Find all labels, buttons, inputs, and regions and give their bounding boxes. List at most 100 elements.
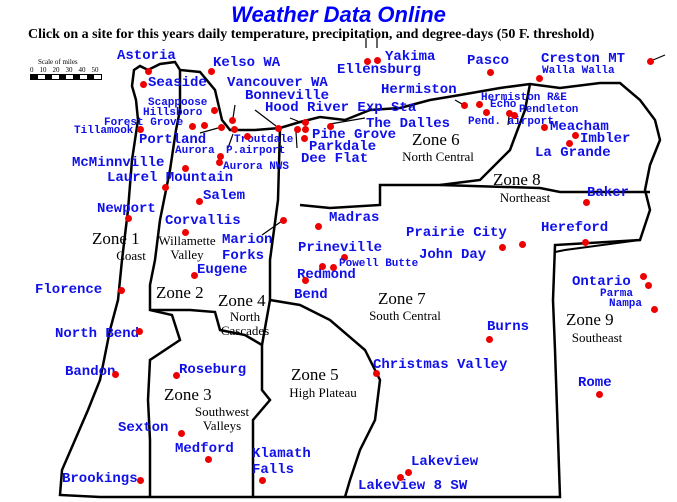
site-marker-north-bend[interactable]	[136, 328, 143, 335]
site-marker-dee-flat[interactable]	[294, 126, 301, 133]
site-link-brookings[interactable]: Brookings	[62, 471, 138, 487]
site-marker-pine-grove[interactable]	[302, 126, 309, 133]
site-marker-p-airport[interactable]	[231, 126, 238, 133]
site-link-hermiston-r-e[interactable]: Hermiston R&E	[481, 92, 567, 104]
site-marker-lakeview-8-sw[interactable]	[397, 474, 404, 481]
site-marker-brookings[interactable]	[137, 477, 144, 484]
site-link-p-airport[interactable]: P.airport	[226, 145, 286, 157]
site-link-seaside[interactable]: Seaside	[148, 75, 207, 91]
site-marker-redmond[interactable]	[319, 263, 326, 270]
site-marker-prairie-city[interactable]	[519, 241, 526, 248]
site-link-eugene[interactable]: Eugene	[197, 262, 248, 278]
site-link-ontario[interactable]: Ontario	[572, 274, 631, 290]
site-marker-aurora[interactable]	[217, 153, 224, 160]
site-link-ellensburg[interactable]: Ellensburg	[337, 62, 422, 78]
site-link-redmond[interactable]: Redmond	[297, 267, 356, 283]
site-link-kelso-wa[interactable]: Kelso WA	[213, 55, 281, 71]
site-link-forest-grove[interactable]: Forest Grove	[104, 117, 184, 129]
site-marker-echo[interactable]	[483, 109, 490, 116]
site-marker-bandon[interactable]	[112, 371, 119, 378]
site-marker-hood-river-exp-sta[interactable]	[302, 119, 309, 126]
site-link-corvallis[interactable]: Corvallis	[165, 213, 241, 229]
site-link-baker[interactable]: Baker	[587, 185, 630, 201]
site-link-aurora-nws[interactable]: Aurora NWS	[223, 161, 290, 173]
site-link-klamath-falls[interactable]: Klamath Falls	[252, 446, 311, 478]
site-marker-mcminnville[interactable]	[182, 165, 189, 172]
site-marker-meacham[interactable]	[541, 124, 548, 131]
site-marker-roseburg[interactable]	[173, 372, 180, 379]
site-link-north-bend[interactable]: North Bend	[55, 326, 140, 342]
site-link-meacham[interactable]: Meacham	[550, 119, 609, 135]
site-link-marion-forks[interactable]: Marion Forks	[222, 232, 273, 264]
site-marker-hillsboro[interactable]	[201, 122, 208, 129]
site-marker-pend-airport[interactable]	[506, 110, 513, 117]
site-link-hermiston[interactable]: Hermiston	[381, 82, 457, 98]
site-link-roseburg[interactable]: Roseburg	[179, 362, 247, 378]
site-marker-corvallis[interactable]	[182, 229, 189, 236]
site-link-dee-flat[interactable]: Dee Flat	[301, 151, 369, 167]
site-marker-pasco[interactable]	[487, 69, 494, 76]
site-link-bandon[interactable]: Bandon	[65, 364, 116, 380]
site-marker-baker[interactable]	[583, 199, 590, 206]
site-link-mcminnville[interactable]: McMinnville	[72, 155, 165, 171]
site-link-vancouver-wa[interactable]: Vancouver WA	[227, 75, 328, 91]
site-marker-klamath-falls[interactable]	[259, 477, 266, 484]
site-marker-marion-forks[interactable]	[280, 217, 287, 224]
site-marker-aurora-nws[interactable]	[216, 159, 223, 166]
site-link-echo[interactable]: Echo	[490, 99, 517, 111]
site-marker-burns[interactable]	[486, 336, 493, 343]
site-link-la-grande[interactable]: La Grande	[535, 145, 611, 161]
site-marker-bend[interactable]	[302, 277, 309, 284]
site-link-newport[interactable]: Newport	[97, 201, 156, 217]
site-marker-portland[interactable]	[218, 124, 225, 131]
site-link-pasco[interactable]: Pasco	[467, 53, 510, 69]
site-link-walla-walla[interactable]: Walla Walla	[542, 65, 615, 77]
site-marker-la-grande[interactable]	[566, 140, 573, 147]
site-marker-ontario[interactable]	[640, 273, 647, 280]
site-marker-florence[interactable]	[118, 287, 125, 294]
site-marker-hermiston-r-e[interactable]	[476, 101, 483, 108]
site-link-portland[interactable]: Portland	[139, 132, 207, 148]
site-marker-parma[interactable]	[645, 282, 652, 289]
site-marker-the-dalles[interactable]	[327, 123, 334, 130]
site-link-tillamook[interactable]: Tillamook	[74, 125, 134, 137]
site-marker-creston-mt[interactable]	[647, 58, 654, 65]
site-link-john-day[interactable]: John Day	[419, 247, 487, 263]
site-link-lakeview[interactable]: Lakeview	[411, 454, 479, 470]
site-marker-walla-walla[interactable]	[536, 75, 543, 82]
site-marker-prineville[interactable]	[341, 254, 348, 261]
site-link-yakima[interactable]: Yakima	[385, 49, 436, 65]
site-marker-nampa[interactable]	[651, 306, 658, 313]
site-link-creston-mt[interactable]: Creston MT	[541, 51, 626, 67]
site-marker-sexton[interactable]	[178, 430, 185, 437]
site-link-astoria[interactable]: Astoria	[117, 48, 176, 64]
site-link-sexton[interactable]: Sexton	[118, 420, 169, 436]
site-marker-lakeview[interactable]	[405, 469, 412, 476]
site-link-hereford[interactable]: Hereford	[541, 220, 609, 236]
site-marker-bonneville[interactable]	[275, 125, 282, 132]
site-marker-astoria[interactable]	[145, 68, 152, 75]
site-link-christmas-valley[interactable]: Christmas Valley	[373, 357, 508, 373]
site-marker-hereford[interactable]	[582, 239, 589, 246]
site-link-pine-grove[interactable]: Pine Grove	[312, 127, 397, 143]
site-marker-pendleton[interactable]	[511, 112, 518, 119]
site-marker-powell-butte[interactable]	[330, 264, 337, 271]
site-link-medford[interactable]: Medford	[175, 441, 234, 457]
site-marker-imbler[interactable]	[572, 132, 579, 139]
site-link-nampa[interactable]: Nampa	[609, 298, 643, 310]
site-link-prineville[interactable]: Prineville	[298, 240, 383, 256]
site-link-hood-river-exp-sta[interactable]: Hood River Exp Sta	[265, 100, 417, 116]
site-link-madras[interactable]: Madras	[329, 210, 380, 226]
site-marker-forest-grove[interactable]	[189, 123, 196, 130]
site-link-prairie-city[interactable]: Prairie City	[406, 225, 507, 241]
site-link-hillsboro[interactable]: Hillsboro	[143, 107, 203, 119]
site-link-aurora[interactable]: Aurora	[175, 145, 215, 157]
site-link-rome[interactable]: Rome	[578, 375, 612, 391]
site-marker-ellensburg[interactable]	[364, 58, 371, 65]
site-link-imbler[interactable]: Imbler	[580, 131, 631, 147]
site-marker-troutdale[interactable]	[244, 133, 251, 140]
site-marker-christmas-valley[interactable]	[373, 370, 380, 377]
site-link-florence[interactable]: Florence	[35, 282, 103, 298]
site-marker-medford[interactable]	[205, 456, 212, 463]
site-marker-yakima[interactable]	[374, 57, 381, 64]
